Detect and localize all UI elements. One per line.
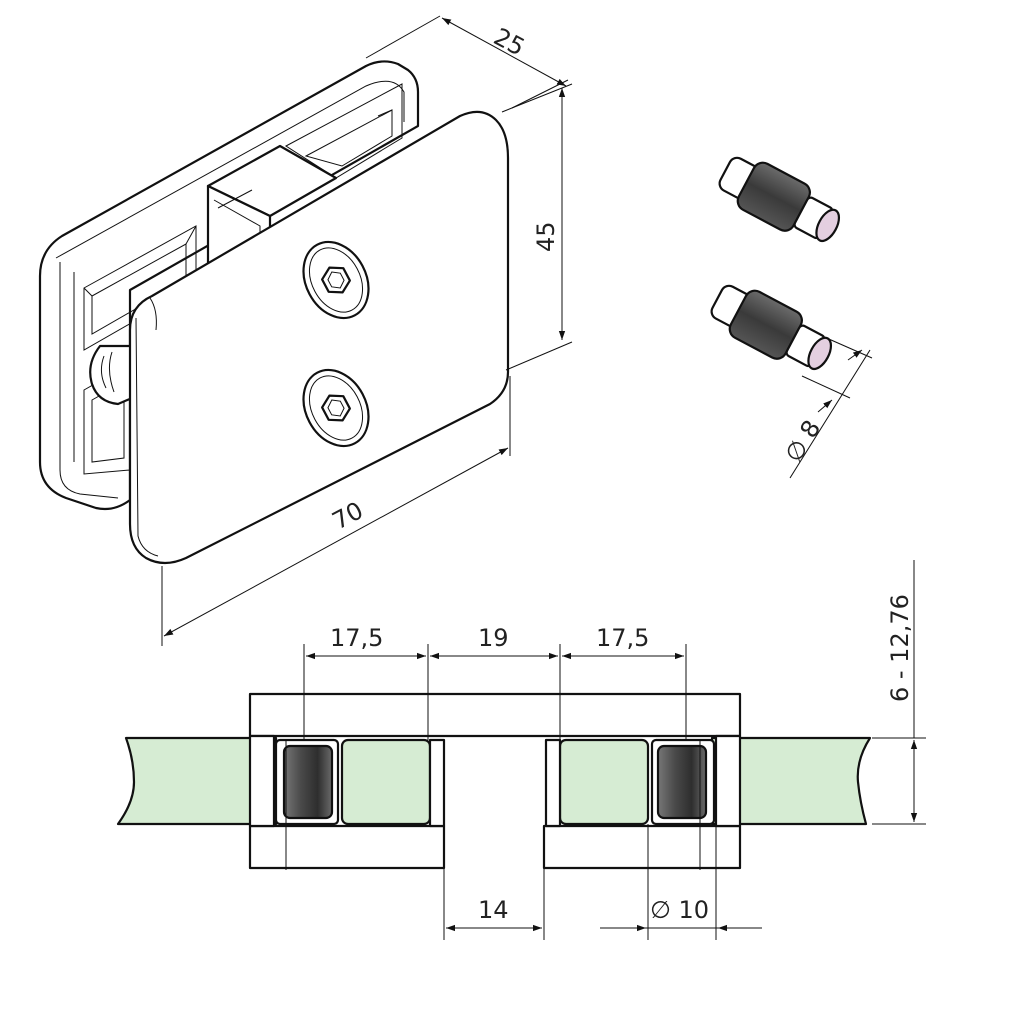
sleeve-left	[282, 744, 334, 820]
front-plate-edge	[135, 317, 159, 557]
gasket-right	[558, 738, 650, 826]
pin-with-rubber-sleeve-icon	[718, 156, 841, 243]
hex-socket-screw-icon	[302, 368, 370, 448]
clamp-bottom-bar-left	[248, 824, 446, 870]
clamp-section-view: 17,5 19 17,5 14 ∅ 10 6	[116, 560, 926, 940]
hex-socket-screw-icon	[302, 240, 370, 320]
spacing-left-label: 17,5	[330, 624, 383, 652]
glass-panel-right	[710, 736, 872, 826]
dimension-gap: 14	[446, 896, 542, 932]
dimension-sleeve-diameter: ∅ 10	[600, 896, 762, 932]
sleeve-right	[656, 744, 708, 820]
iso-pin	[89, 344, 134, 406]
glass-panel-left	[116, 736, 278, 826]
gasket-left	[340, 738, 432, 826]
spacing-middle-label: 19	[478, 624, 509, 652]
depth-label: 25	[489, 23, 529, 62]
pin-diameter-label: ∅ 8	[779, 415, 826, 467]
pin-with-rubber-sleeve-icon	[710, 284, 833, 371]
spacing-right-label: 17,5	[596, 624, 649, 652]
dimension-height: 45	[501, 83, 573, 371]
dimension-spacing-left: 17,5	[306, 624, 426, 660]
glass-thickness-label: 6 - 12,76	[886, 594, 914, 702]
width-label: 70	[328, 496, 368, 535]
dimension-spacing-middle: 19	[430, 624, 558, 660]
clamp-isometric-view: 25 45 70	[38, 15, 573, 646]
sleeve-diameter-label: ∅ 10	[650, 896, 709, 924]
clamp-top-bar	[248, 692, 742, 738]
dimension-glass-thickness: 6 - 12,76	[872, 560, 926, 825]
height-label: 45	[532, 221, 560, 252]
clamp-bottom-bar-right	[542, 824, 742, 870]
gap-label: 14	[478, 896, 509, 924]
back-plate-rim	[55, 80, 405, 259]
dimension-spacing-right: 17,5	[562, 624, 684, 660]
